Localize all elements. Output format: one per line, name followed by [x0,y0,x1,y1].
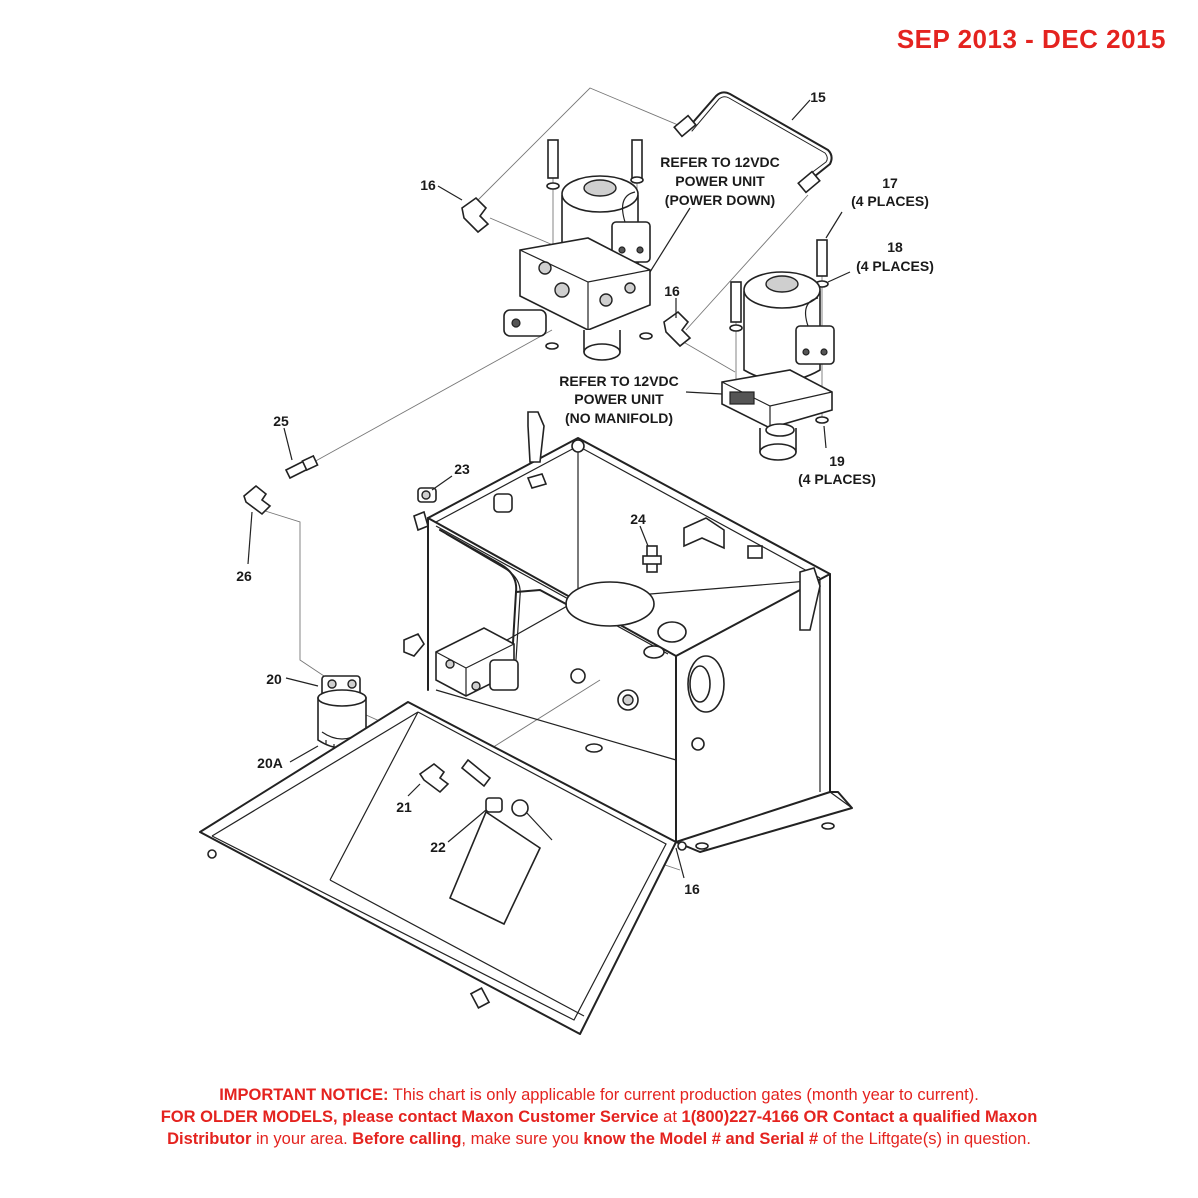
callout-18-sub: (4 PLACES) [856,258,934,274]
hydraulic-tube-15 [673,91,833,194]
callout-25: 25 [273,413,289,429]
callout-17: 17 [882,175,898,191]
callout-22: 22 [430,839,446,855]
callout-23: 23 [454,461,470,477]
callout-labels: 15 16 16 16 17 (4 PLACES) 18 (4 PLACES) … [236,89,934,897]
callout-18: 18 [887,239,903,255]
refer-power-down-line3: (POWER DOWN) [665,192,775,208]
callout-24: 24 [630,511,646,527]
power-unit-power-down [503,139,653,361]
pump-box [403,411,853,853]
callout-16-lower: 16 [684,881,700,897]
callout-17-sub: (4 PLACES) [851,193,929,209]
refer-no-manifold-line2: POWER UNIT [574,391,664,407]
refer-no-manifold-line3: (NO MANIFOLD) [565,410,673,426]
elbow-fitting-16-upper [461,196,490,234]
elbow-fitting-16-middle [663,310,692,348]
callout-19-sub: (4 PLACES) [798,471,876,487]
refer-no-manifold-line1: REFER TO 12VDC [559,373,679,389]
notice-line-1: IMPORTANT NOTICE: This chart is only app… [219,1086,979,1104]
fitting-25 [284,454,319,480]
callout-26: 26 [236,568,252,584]
leader-lines [247,99,851,879]
callout-16-upper: 16 [420,177,436,193]
callout-21: 21 [396,799,412,815]
date-range-title: SEP 2013 - DEC 2015 [896,24,1166,54]
callout-20: 20 [266,671,282,687]
refer-power-down-line2: POWER UNIT [675,173,765,189]
fitting-23 [417,487,437,503]
notice-line-3: Distributor in your area. Before calling… [167,1130,1031,1148]
pump-box-lid [199,701,687,1035]
fitting-21 [418,762,450,794]
callout-16-middle: 16 [664,283,680,299]
callout-20a: 20A [257,755,283,771]
fitting-26 [243,484,272,516]
fitting-24 [642,545,662,573]
power-unit-no-manifold [721,239,835,461]
notice-line-2: FOR OLDER MODELS, please contact Maxon C… [160,1108,1038,1126]
callout-19: 19 [829,453,845,469]
refer-power-down-line1: REFER TO 12VDC [660,154,780,170]
important-notice: IMPORTANT NOTICE: This chart is only app… [0,1084,1198,1150]
fitting-22 [460,758,553,841]
callout-15: 15 [810,89,826,105]
